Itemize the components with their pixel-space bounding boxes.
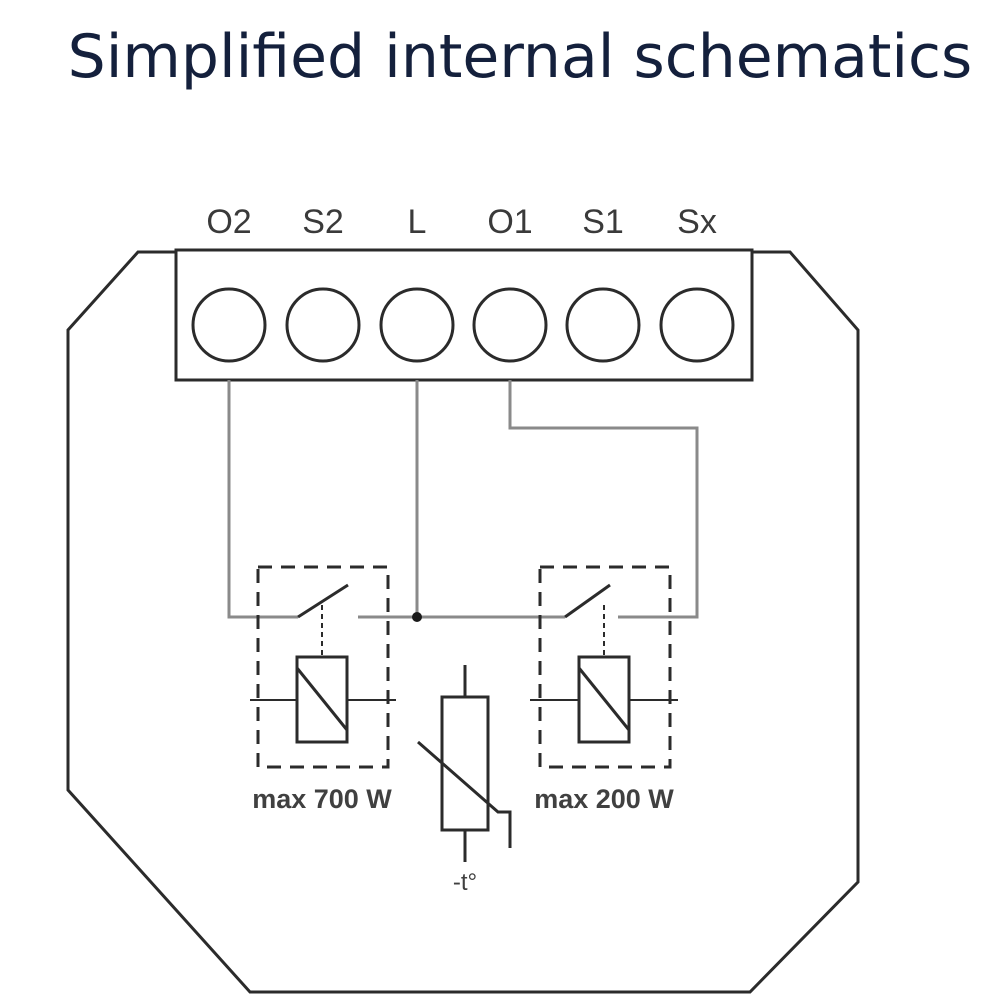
relay-left-rating: max 700 W xyxy=(252,784,392,814)
wire-o1 xyxy=(508,380,699,619)
thermistor-body xyxy=(440,695,490,832)
junction-dot xyxy=(412,612,422,622)
terminal-label-s1: S1 xyxy=(582,203,624,241)
terminal-label-o2: O2 xyxy=(206,203,251,241)
terminal-label-o1: O1 xyxy=(487,203,532,241)
terminal-screw-s2 xyxy=(285,287,361,363)
relay-left-housing xyxy=(256,565,390,769)
terminal-screw-sx xyxy=(659,287,735,363)
thermistor xyxy=(417,665,512,862)
relay-right xyxy=(530,565,678,769)
thermistor-slash xyxy=(417,740,512,848)
relay-right-coil-diagonal xyxy=(577,667,631,731)
relay-left-contact xyxy=(297,583,349,619)
terminal-screw-o2 xyxy=(191,287,267,363)
terminal-label-s2: S2 xyxy=(302,203,344,241)
terminal-screw-o1 xyxy=(472,287,548,363)
terminal-label-l: L xyxy=(408,203,427,241)
page-title: Simplified internal schematics xyxy=(67,22,973,92)
terminal-screw-l xyxy=(379,287,455,363)
terminal-block xyxy=(174,248,754,382)
relay-right-housing xyxy=(538,565,672,769)
terminal-screws xyxy=(191,287,735,363)
thermistor-label: -t° xyxy=(453,869,477,896)
device-housing xyxy=(66,250,860,994)
relay-right-contact xyxy=(564,583,611,619)
terminal-screw-s1 xyxy=(565,287,641,363)
relay-left-coil-diagonal xyxy=(295,667,349,731)
relay-right-rating: max 200 W xyxy=(534,784,674,814)
wire-o2 xyxy=(227,380,298,619)
terminal-label-sx: Sx xyxy=(677,203,717,241)
relay-left xyxy=(250,565,396,769)
wiring xyxy=(227,380,699,619)
